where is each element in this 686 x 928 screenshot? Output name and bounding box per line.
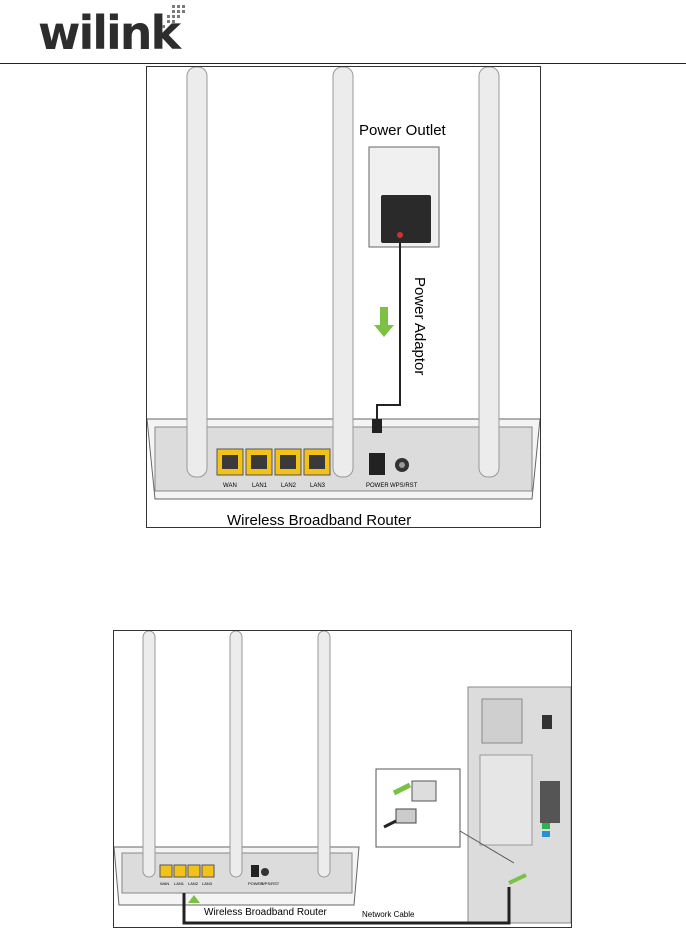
- power-port-label: POWER: [366, 483, 389, 489]
- port-label-lan2: LAN2: [281, 483, 297, 489]
- port-label-lan3: LAN3: [310, 483, 326, 489]
- wps-label: WPS/RST: [390, 483, 418, 489]
- figure-power-connection: WAN LAN1 LAN2 LAN3 POWER WPS/RST Power O…: [146, 66, 541, 528]
- power-adaptor-label: Power Adaptor: [411, 277, 428, 375]
- router-label-2: Wireless Broadband Router: [204, 907, 328, 918]
- router-label-1: Wireless Broadband Router: [227, 512, 411, 527]
- logo-dots: [0, 0, 200, 62]
- header-divider: [0, 63, 686, 64]
- port-label-wan: WAN: [223, 483, 237, 489]
- port2-label-wan: WAN: [160, 881, 169, 886]
- network-cable-label: Network Cable: [362, 910, 415, 919]
- power-outlet-label: Power Outlet: [359, 122, 447, 139]
- wps2-label: WPS/RST: [261, 881, 280, 886]
- port2-label-lan2: LAN2: [188, 881, 199, 886]
- figure-cable-connection: WAN LAN1 LAN2 LAN3 POWER WPS/RST Wireles…: [113, 630, 572, 928]
- brand-logo: wilink: [0, 0, 200, 62]
- port2-label-lan1: LAN1: [174, 881, 185, 886]
- port2-label-lan3: LAN3: [202, 881, 213, 886]
- port-label-lan1: LAN1: [252, 483, 268, 489]
